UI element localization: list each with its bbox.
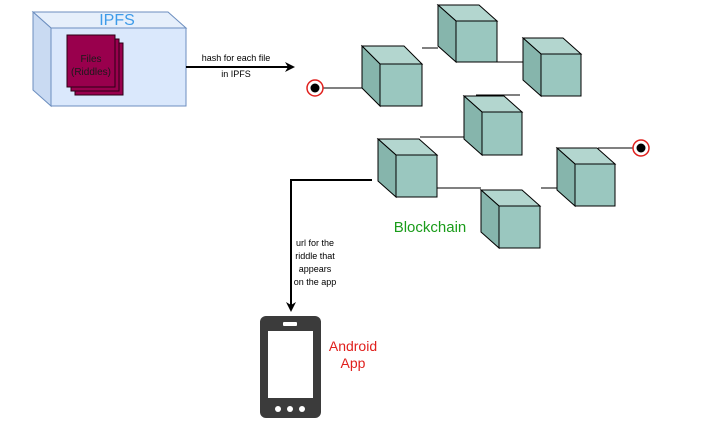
url-label-line4: on the app <box>294 277 337 287</box>
blockchain-label: Blockchain <box>394 219 467 236</box>
files-stack: Files (Riddles) <box>66 34 124 96</box>
ipfs-box-side <box>32 10 52 108</box>
blockchain-blocks <box>360 3 617 250</box>
ipfs-title: IPFS <box>99 12 135 29</box>
hash-label-line1: hash for each file <box>202 53 271 63</box>
url-arrow <box>286 179 372 312</box>
file-card-front <box>66 34 116 88</box>
block-cube[interactable] <box>376 137 439 199</box>
hash-edge[interactable]: hash for each file in IPFS <box>186 53 295 79</box>
block-cube[interactable] <box>479 188 542 250</box>
files-label-line2: (Riddles) <box>71 67 111 78</box>
chain-start-terminal[interactable] <box>306 79 324 97</box>
hash-label-line2: in IPFS <box>221 69 251 79</box>
block-cube[interactable] <box>360 44 424 108</box>
block-cube[interactable] <box>521 36 583 98</box>
ipfs-node[interactable]: IPFS Files (Riddles) <box>31 10 188 108</box>
chain-links <box>322 47 634 189</box>
block-cube[interactable] <box>462 94 524 157</box>
url-edge[interactable]: url for the riddle that appears on the a… <box>286 179 372 312</box>
android-label-line2: App <box>341 355 366 371</box>
block-cube[interactable] <box>555 146 617 208</box>
android-app-node[interactable]: Android App <box>260 316 377 418</box>
files-label-line1: Files <box>80 54 101 65</box>
url-label-line1: url for the <box>296 238 334 248</box>
url-label-line3: appears <box>299 264 332 274</box>
android-label-line1: Android <box>329 338 377 354</box>
chain-end-terminal[interactable] <box>632 139 650 157</box>
url-label-line2: riddle that <box>295 251 335 261</box>
phone-icon <box>260 316 321 418</box>
block-cube[interactable] <box>436 3 499 64</box>
